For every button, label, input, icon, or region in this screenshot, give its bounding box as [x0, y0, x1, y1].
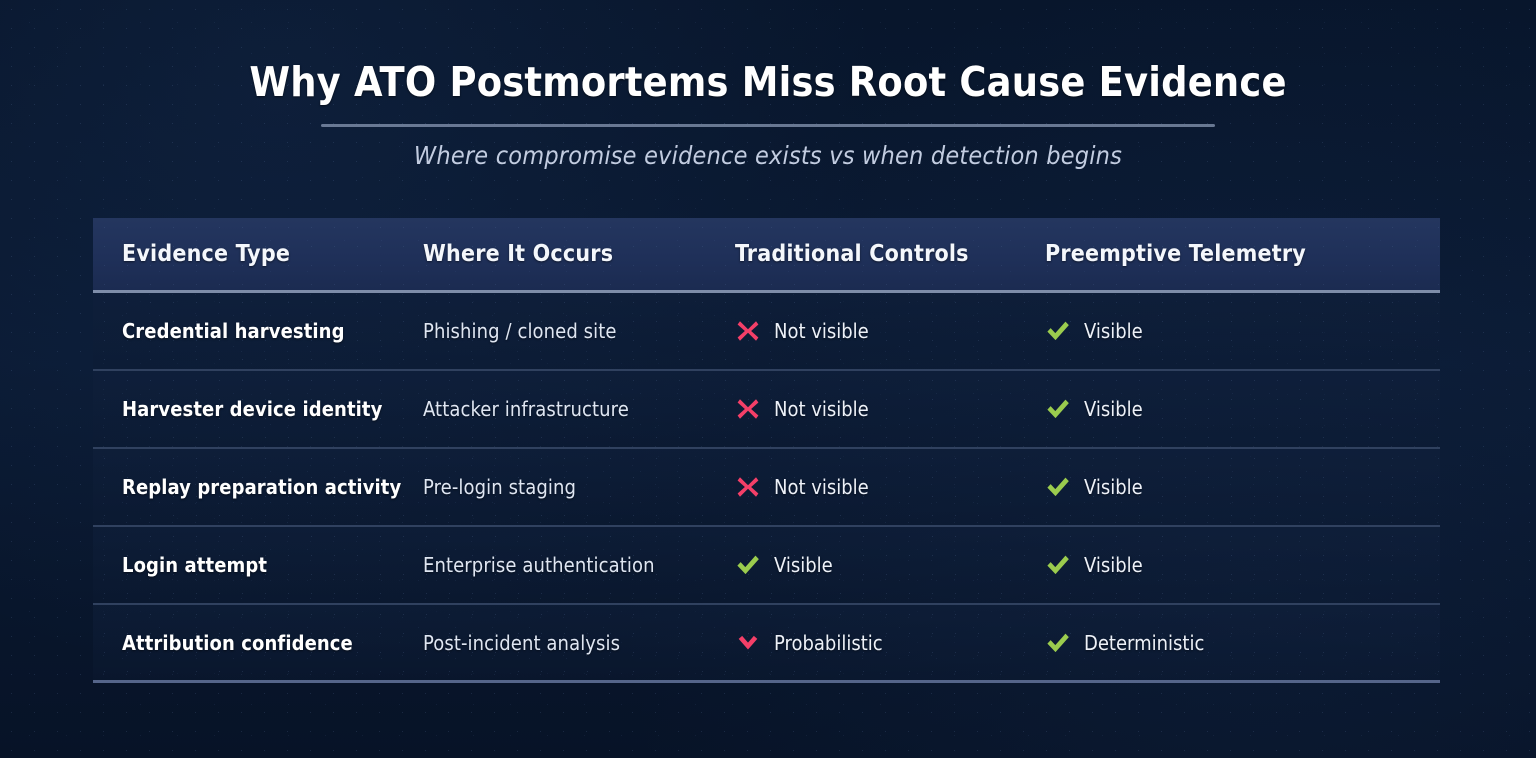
- cell-traditional-controls-label: Probabilistic: [774, 630, 883, 655]
- page-title: Why ATO Postmortems Miss Root Cause Evid…: [249, 58, 1287, 106]
- table-header-row: Evidence Type Where It Occurs Traditiona…: [93, 218, 1440, 293]
- check-mark-icon: [1045, 318, 1071, 344]
- cell-traditional-controls: Visible: [735, 552, 1045, 578]
- check-mark-icon: [735, 552, 761, 578]
- cross-mark-icon: [735, 318, 761, 344]
- cell-traditional-controls: Not visible: [735, 396, 1045, 422]
- cell-traditional-controls: Not visible: [735, 474, 1045, 500]
- column-header-evidence-type: Evidence Type: [122, 241, 291, 267]
- cell-evidence-type: Harvester device identity: [122, 397, 383, 421]
- evidence-comparison-table: Evidence Type Where It Occurs Traditiona…: [93, 218, 1440, 683]
- table-row: Harvester device identity Attacker infras…: [93, 371, 1440, 449]
- title-block: Why ATO Postmortems Miss Root Cause Evid…: [0, 0, 1536, 170]
- column-header-traditional-controls: Traditional Controls: [735, 241, 969, 267]
- cell-preemptive-telemetry: Visible: [1045, 318, 1440, 344]
- cell-traditional-controls-label: Visible: [774, 553, 833, 577]
- table-row: Credential harvesting Phishing / cloned s…: [93, 293, 1440, 371]
- table-body: Credential harvesting Phishing / cloned s…: [93, 293, 1440, 683]
- column-header-where-it-occurs: Where It Occurs: [423, 241, 614, 267]
- cell-preemptive-telemetry: Visible: [1045, 552, 1440, 578]
- cell-where-it-occurs: Post-incident analysis: [423, 630, 621, 655]
- cell-evidence-type: Attribution confidence: [122, 630, 353, 655]
- cell-traditional-controls: Not visible: [735, 318, 1045, 344]
- cell-preemptive-telemetry-label: Visible: [1084, 319, 1143, 343]
- check-mark-icon: [1045, 474, 1071, 500]
- table-row: Replay preparation activity Pre-login sta…: [93, 449, 1440, 527]
- cell-traditional-controls-label: Not visible: [774, 475, 869, 499]
- title-divider: [321, 124, 1215, 127]
- cell-preemptive-telemetry-label: Deterministic: [1084, 630, 1205, 655]
- cross-mark-icon: [735, 474, 761, 500]
- cell-preemptive-telemetry: Deterministic: [1045, 630, 1440, 656]
- check-mark-icon: [1045, 630, 1071, 656]
- check-mark-icon: [1045, 396, 1071, 422]
- cell-preemptive-telemetry: Visible: [1045, 474, 1440, 500]
- cell-where-it-occurs: Pre-login staging: [423, 475, 576, 499]
- table-row: Attribution confidence Post-incident anal…: [93, 605, 1440, 683]
- cell-preemptive-telemetry-label: Visible: [1084, 553, 1143, 577]
- cell-preemptive-telemetry-label: Visible: [1084, 475, 1143, 499]
- cell-where-it-occurs: Phishing / cloned site: [423, 319, 617, 343]
- cell-traditional-controls: Probabilistic: [735, 630, 1045, 656]
- check-mark-icon: [1045, 552, 1071, 578]
- cell-evidence-type: Login attempt: [122, 553, 268, 577]
- page-subtitle: Where compromise evidence exists vs when…: [413, 141, 1123, 170]
- cross-mark-icon: [735, 396, 761, 422]
- cell-evidence-type: Credential harvesting: [122, 319, 345, 343]
- table-row: Login attempt Enterprise authentication Vi…: [93, 527, 1440, 605]
- cell-evidence-type: Replay preparation activity: [122, 475, 402, 499]
- cell-traditional-controls-label: Not visible: [774, 397, 869, 421]
- cell-where-it-occurs: Enterprise authentication: [423, 553, 655, 577]
- cell-preemptive-telemetry: Visible: [1045, 396, 1440, 422]
- cell-preemptive-telemetry-label: Visible: [1084, 397, 1143, 421]
- cell-where-it-occurs: Attacker infrastructure: [423, 397, 629, 421]
- cell-traditional-controls-label: Not visible: [774, 319, 869, 343]
- chevron-down-icon: [735, 630, 761, 656]
- column-header-preemptive-telemetry: Preemptive Telemetry: [1045, 241, 1306, 267]
